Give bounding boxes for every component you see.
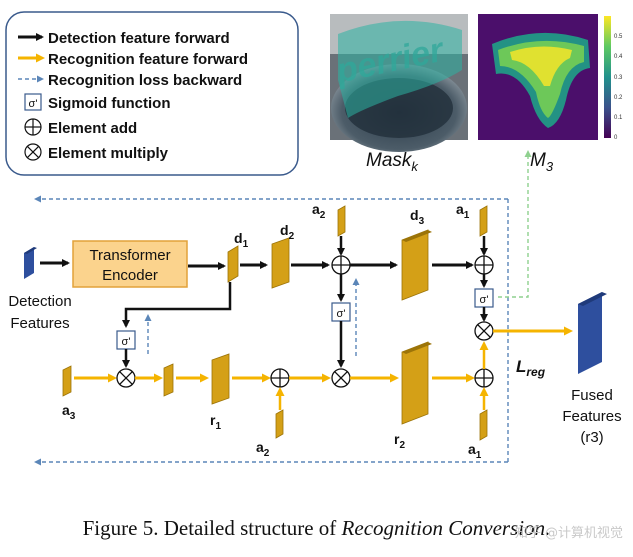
label-a3: a3 xyxy=(62,402,76,422)
feature-recog-small xyxy=(163,363,174,397)
colorbar-tick-2: 0.3 xyxy=(614,75,623,81)
caption-italic: Recognition Conversion. xyxy=(341,516,551,540)
multiply-node-right xyxy=(474,321,494,341)
transformer-label-1: Transformer xyxy=(89,247,170,264)
label-d3: d3 xyxy=(410,207,425,227)
legend-recognition-label: Recognition feature forward xyxy=(48,51,248,68)
add-node-top2 xyxy=(474,255,494,275)
detection-features-label-2: Features xyxy=(10,315,69,332)
label-a1-top: a1 xyxy=(456,201,470,221)
legend-backward-label: Recognition loss backward xyxy=(48,72,242,89)
feature-d1 xyxy=(227,245,239,283)
detection-features-label-1: Detection xyxy=(8,293,71,310)
multiply-node-left xyxy=(116,368,136,388)
feature-d3 xyxy=(401,229,432,301)
legend-sigmoid-icon xyxy=(24,93,42,111)
feature-a2-bottom xyxy=(275,409,284,439)
m3-heatmap xyxy=(478,14,598,140)
arrow-d1-down xyxy=(122,282,232,328)
mask-caption: Maskk xyxy=(366,150,419,174)
feature-a3 xyxy=(62,365,72,397)
label-d1: d1 xyxy=(234,230,249,250)
loss-label: Lreg xyxy=(516,357,546,379)
backward-path xyxy=(34,195,509,466)
label-d2: d2 xyxy=(280,222,295,242)
watermark: 知乎 @计算机视觉 xyxy=(514,526,623,541)
feature-d2 xyxy=(271,237,290,289)
add-node-top1 xyxy=(331,255,351,275)
colorbar-tick-5: 0 xyxy=(614,135,618,141)
fused-features xyxy=(578,292,607,374)
add-node-bottom1 xyxy=(270,368,290,388)
feature-r1 xyxy=(211,353,230,405)
sigmoid-left-symbol: σ' xyxy=(122,336,131,348)
legend-box xyxy=(5,11,299,176)
detection-features xyxy=(24,247,37,279)
legend-sigmoid-label: Sigmoid function xyxy=(48,95,170,112)
sigmoid-right-symbol: σ' xyxy=(480,294,489,306)
figure-caption: Figure 5. Detailed structure of Recognit… xyxy=(0,516,633,541)
legend-multiply-label: Element multiply xyxy=(48,145,169,162)
sigmoid-middle-symbol: σ' xyxy=(337,308,346,320)
label-r2: r2 xyxy=(394,431,405,451)
label-a2-bottom: a2 xyxy=(256,439,270,459)
feature-r2 xyxy=(401,341,432,425)
feature-a1-top xyxy=(479,205,488,237)
fused-label-2: Features xyxy=(562,408,621,425)
add-node-bottom2 xyxy=(474,368,494,388)
transformer-encoder xyxy=(72,240,188,288)
legend-mul-b xyxy=(26,145,40,159)
legend-add-label: Element add xyxy=(48,120,137,137)
feature-a2-top xyxy=(337,205,346,237)
label-r1: r1 xyxy=(210,412,221,432)
colorbar-tick-3: 0.2 xyxy=(614,95,623,101)
fused-label-1: Fused xyxy=(571,387,613,404)
legend: Detection feature forward Recognition fe… xyxy=(5,11,299,176)
caption-prefix: Figure 5. Detailed structure of xyxy=(82,516,342,540)
multiply-node-mid xyxy=(331,368,351,388)
legend-detection-label: Detection feature forward xyxy=(48,30,230,47)
m3-caption: M3 xyxy=(530,150,554,174)
m3-feedback-arrow xyxy=(498,150,532,298)
label-a1-bottom: a1 xyxy=(468,441,482,461)
colorbar: 0.5 0.4 0.3 0.2 0.1 0 xyxy=(604,16,623,141)
mask-image: perrier xyxy=(330,14,468,152)
transformer-label-2: Encoder xyxy=(102,267,158,284)
label-a2-top: a2 xyxy=(312,201,326,221)
legend-sigmoid-symbol: σ' xyxy=(29,98,38,110)
colorbar-tick-1: 0.4 xyxy=(614,54,623,60)
feature-a1-bottom xyxy=(479,409,488,441)
colorbar-tick-0: 0.5 xyxy=(614,34,623,40)
colorbar-tick-4: 0.1 xyxy=(614,115,623,121)
fused-label-3: (r3) xyxy=(580,429,603,446)
